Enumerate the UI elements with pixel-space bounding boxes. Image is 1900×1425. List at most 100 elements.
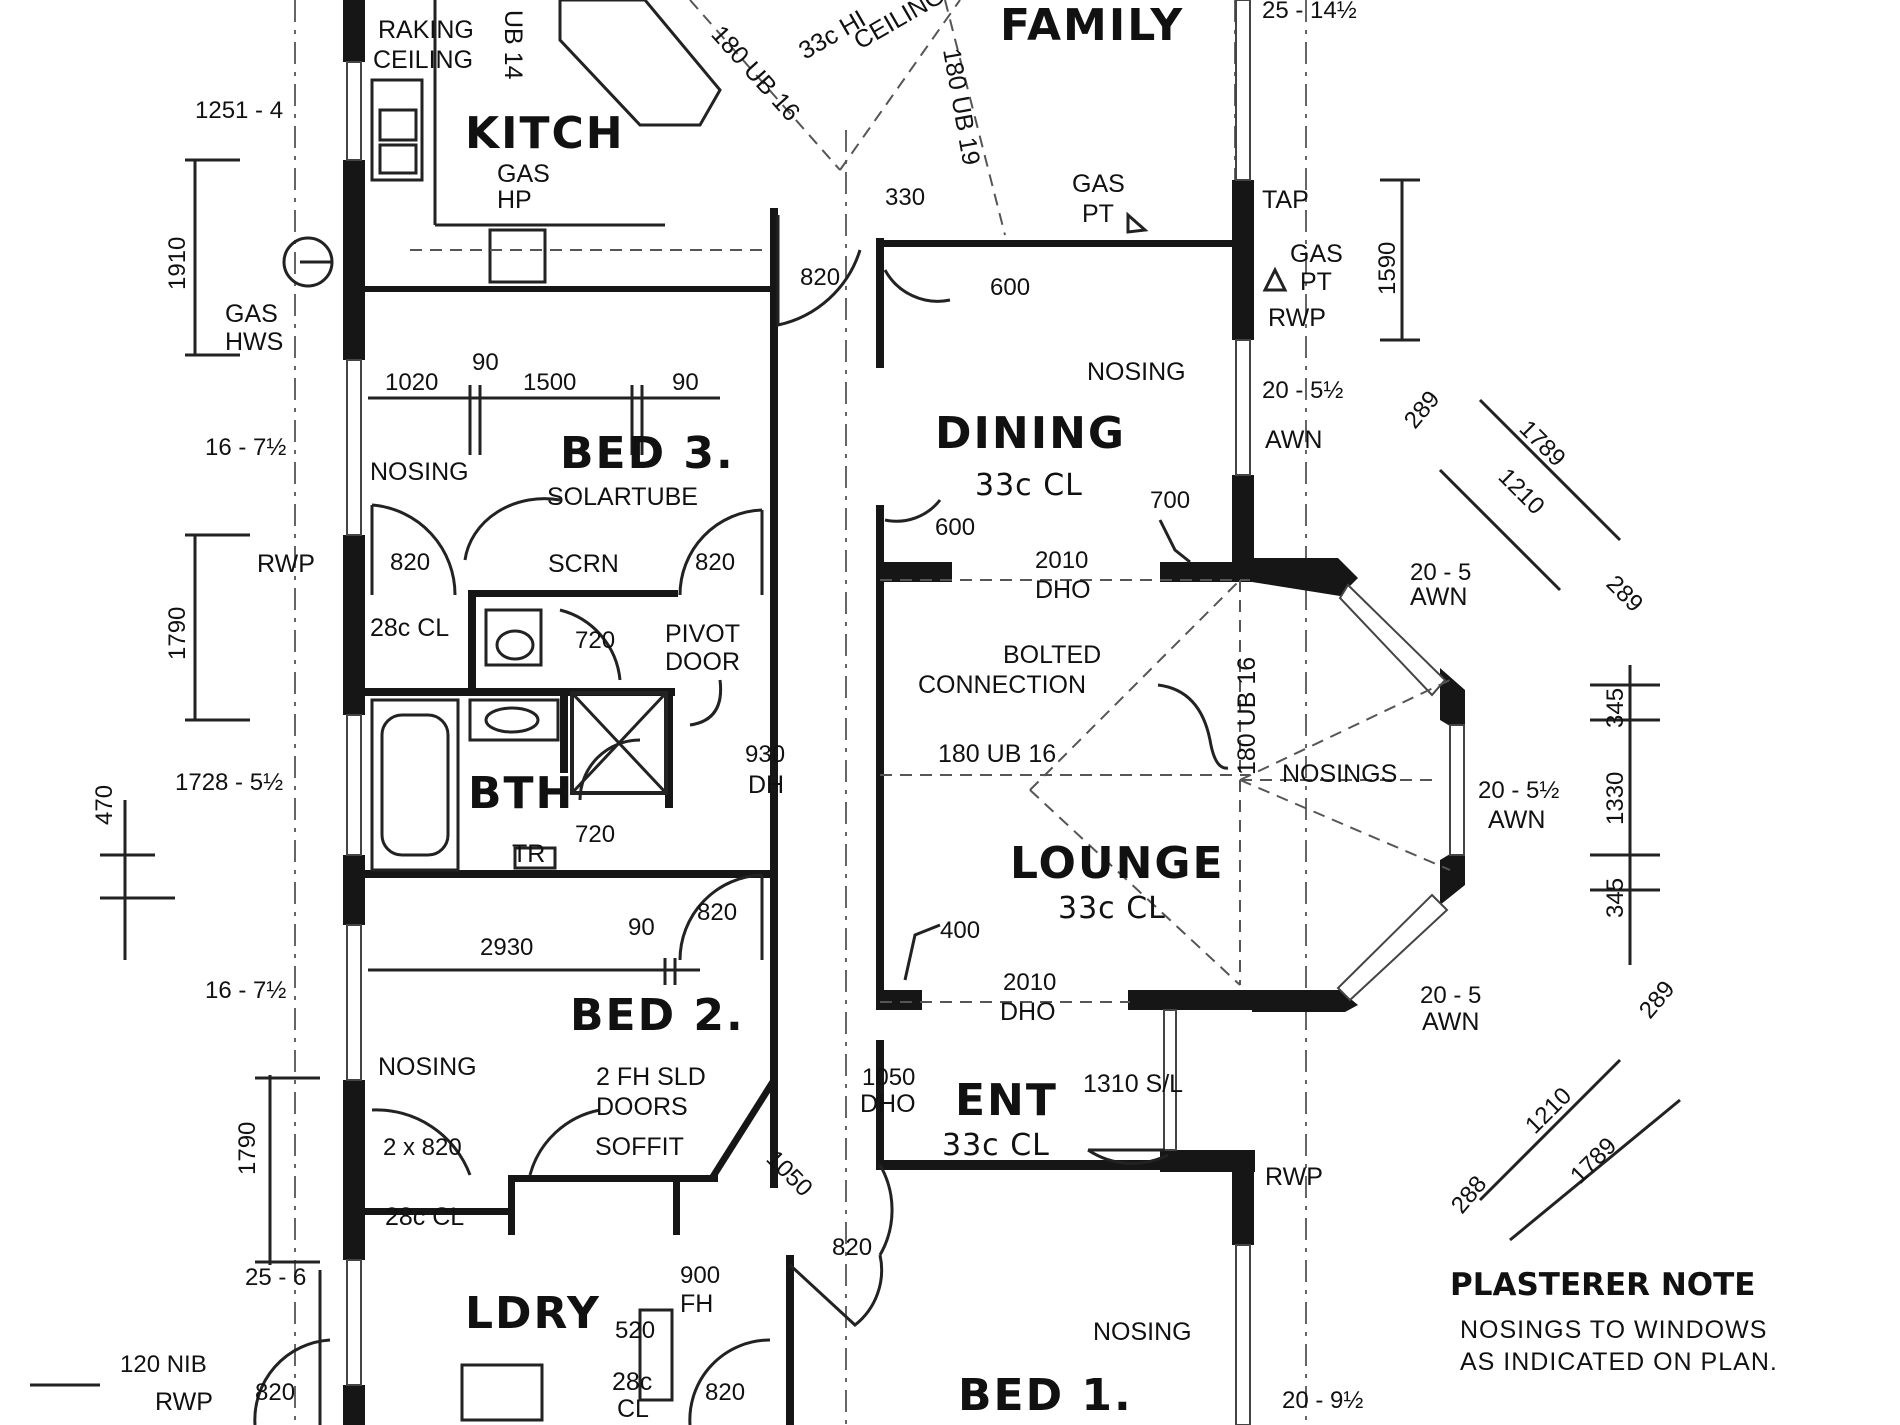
label-dho-ent: DHO <box>860 1090 916 1118</box>
label-ub16-horiz: 180 UB 16 <box>938 740 1056 768</box>
dim-289-b: 289 <box>1601 570 1648 617</box>
label-tap: TAP <box>1262 186 1309 214</box>
label-nosing-bed3: NOSING <box>370 458 469 486</box>
dimension-lines <box>30 158 1681 1425</box>
label-dho-2: DHO <box>1000 998 1056 1026</box>
dim-900: 900 <box>680 1262 720 1289</box>
label-awn-dining: AWN <box>1265 426 1322 454</box>
plasterer-note-title: PLASTERER NOTE <box>1450 1267 1755 1303</box>
dim-20-5-d: 20 - 5 <box>1420 982 1481 1009</box>
dim-1790-a: 1790 <box>164 607 191 660</box>
label-dho-1: DHO <box>1035 576 1091 604</box>
room-dining: DINING <box>935 408 1126 459</box>
dim-2010-b: 2010 <box>1003 969 1056 996</box>
label-rwp-right: RWP <box>1265 1163 1323 1191</box>
dim-820-b: 820 <box>390 549 430 576</box>
dim-16-b: 16 - 7½ <box>205 977 286 1004</box>
room-labels: FAMILY KITCH DINING 33c CL BED 3. BTH LO… <box>465 0 1225 1421</box>
dim-820-g: 820 <box>705 1379 745 1406</box>
label-rwp-top: RWP <box>1268 304 1326 332</box>
plasterer-note: PLASTERER NOTE NOSINGS TO WINDOWS AS IND… <box>1450 1267 1778 1376</box>
dim-820-e: 820 <box>832 1234 872 1261</box>
label-28c-ldry: 28c <box>612 1368 652 1396</box>
label-rwp-left: RWP <box>257 550 315 578</box>
dim-1910: 1910 <box>164 237 191 290</box>
dim-1789-b: 1789 <box>1565 1132 1622 1189</box>
plasterer-note-line1: NOSINGS TO WINDOWS <box>1460 1316 1767 1344</box>
label-raking-ceiling: CEILING <box>373 46 473 74</box>
label-sl: 1310 S/L <box>1083 1070 1183 1098</box>
bathroom-fixtures <box>370 608 668 872</box>
dim-1050-a: 1050 <box>862 1064 915 1091</box>
dim-700: 700 <box>1150 487 1190 514</box>
label-ub16-diag: 180 UB 16 <box>706 20 806 127</box>
dim-1590: 1590 <box>1374 242 1401 295</box>
dim-600-a: 600 <box>990 274 1030 301</box>
dim-16-a: 16 - 7½ <box>205 434 286 461</box>
label-soffit: SOFFIT <box>595 1133 684 1161</box>
dim-20-9: 20 - 9½ <box>1282 1387 1363 1414</box>
dim-90-b: 90 <box>672 369 699 396</box>
dim-1330: 1330 <box>1602 772 1629 825</box>
dim-1020: 1020 <box>385 369 438 396</box>
dim-289-a: 289 <box>1399 386 1445 434</box>
label-28c-bed3: 28c CL <box>370 614 449 642</box>
label-pivot: PIVOT <box>665 620 740 648</box>
label-gas-pt-2: PT <box>1082 200 1114 228</box>
dim-25-6: 25 - 6 <box>245 1264 306 1291</box>
dim-120: 120 NIB <box>120 1351 207 1378</box>
dim-2x820: 2 x 820 <box>383 1134 462 1161</box>
room-laundry: LDRY <box>465 1288 601 1339</box>
label-nosings: NOSINGS <box>1282 760 1397 788</box>
dim-720-a: 720 <box>575 627 615 654</box>
dim-1728: 1728 - 5½ <box>175 769 283 796</box>
dim-400: 400 <box>940 917 980 944</box>
label-ub19: 180 UB 19 <box>937 46 985 167</box>
room-bed3: BED 3. <box>560 428 735 479</box>
room-entry: ENT <box>955 1075 1058 1126</box>
dim-20-5-c: 20 - 5½ <box>1478 777 1559 804</box>
label-ub14: UB 14 <box>499 10 527 80</box>
label-fh: FH <box>680 1290 713 1318</box>
dim-470: 470 <box>91 785 118 825</box>
dim-288: 288 <box>1446 1171 1492 1219</box>
label-nosing-bed1: NOSING <box>1093 1318 1192 1346</box>
label-gas-pt-right-2: PT <box>1300 268 1332 296</box>
dim-820-a: 820 <box>800 264 840 291</box>
dim-330: 330 <box>885 184 925 211</box>
dim-2930: 2930 <box>480 934 533 961</box>
label-hi-ceiling-2: CEILING <box>849 0 950 55</box>
label-awn-bay2: AWN <box>1488 806 1545 834</box>
label-nosing-dining: NOSING <box>1087 358 1186 386</box>
dim-720-b: 720 <box>575 821 615 848</box>
door-swings <box>253 215 1169 1425</box>
room-lounge: LOUNGE <box>1010 838 1225 889</box>
label-dh: DH <box>748 771 784 799</box>
room-family: FAMILY <box>1000 0 1184 51</box>
label-gas-hp: GAS <box>497 160 550 188</box>
label-pivot-door: DOOR <box>665 648 740 676</box>
walls <box>343 0 1465 1425</box>
room-bath: BTH <box>468 768 574 819</box>
dim-20-5-b: 20 - 5 <box>1410 559 1471 586</box>
label-bolted-connection: CONNECTION <box>918 671 1086 699</box>
label-rwp-bottom: RWP <box>155 1388 213 1416</box>
annotation-labels: RAKING CEILING UB 14 180 UB 16 33c HI CE… <box>155 0 1545 1423</box>
dim-345-a: 345 <box>1602 688 1629 728</box>
dim-600-b: 600 <box>935 514 975 541</box>
dim-25-14: 25 - 14½ <box>1262 0 1357 24</box>
dim-1500: 1500 <box>523 369 576 396</box>
label-bolted: BOLTED <box>1003 641 1101 669</box>
label-gas-pt: GAS <box>1072 170 1125 198</box>
dim-289-c: 289 <box>1634 976 1680 1024</box>
label-nosing-bed2: NOSING <box>378 1053 477 1081</box>
label-awn-bay1: AWN <box>1410 583 1467 611</box>
dim-820-d: 820 <box>697 899 737 926</box>
label-raking: RAKING <box>378 16 474 44</box>
kitchen-fixtures <box>282 0 770 288</box>
label-tr: TR <box>512 840 545 868</box>
lounge-ceiling: 33c CL <box>1058 891 1166 926</box>
plasterer-note-line2: AS INDICATED ON PLAN. <box>1460 1348 1778 1376</box>
label-sld-doors: 2 FH SLD <box>596 1063 706 1091</box>
dim-345-b: 345 <box>1602 878 1629 918</box>
